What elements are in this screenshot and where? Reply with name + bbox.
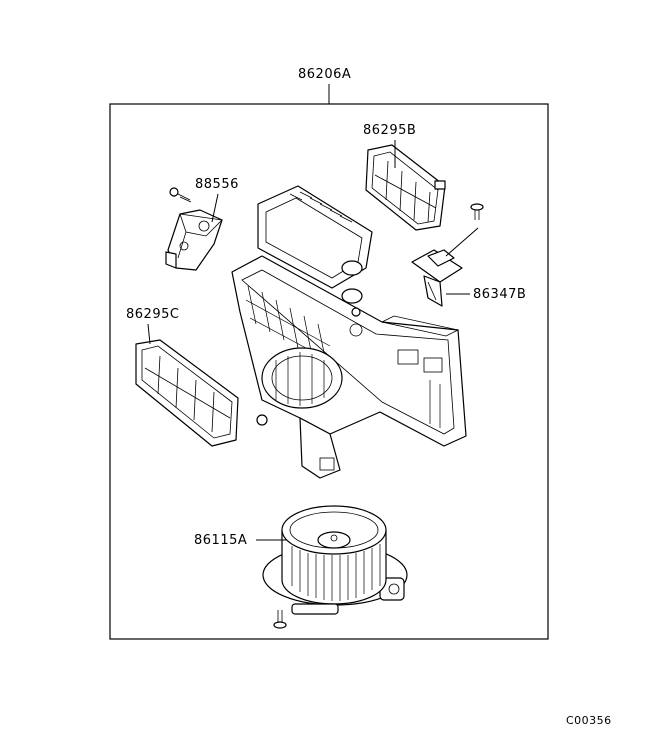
label-actuator[interactable]: 88556	[195, 177, 239, 192]
label-filter-top[interactable]: 86295B	[363, 123, 416, 138]
label-blower-motor[interactable]: 86115A	[194, 533, 247, 548]
label-filter-left[interactable]: 86295C	[126, 307, 179, 322]
resistor-part	[411, 249, 463, 307]
label-assembly[interactable]: 86206A	[298, 67, 351, 82]
filter-top-part	[365, 144, 446, 231]
blower-motor-screw	[273, 610, 287, 629]
actuator-part	[165, 209, 223, 271]
leader-actuator	[211, 193, 219, 223]
filter-left-part	[135, 339, 239, 447]
resistor-screw	[470, 203, 484, 220]
label-resistor[interactable]: 86347B	[473, 287, 526, 302]
actuator-screw	[169, 187, 192, 203]
blower-motor-part	[262, 505, 408, 615]
leader-filter-left	[147, 323, 151, 345]
blower-housing-part	[231, 185, 467, 479]
leader-resistor-screw	[445, 227, 479, 257]
diagram-code: C00356	[566, 714, 612, 727]
